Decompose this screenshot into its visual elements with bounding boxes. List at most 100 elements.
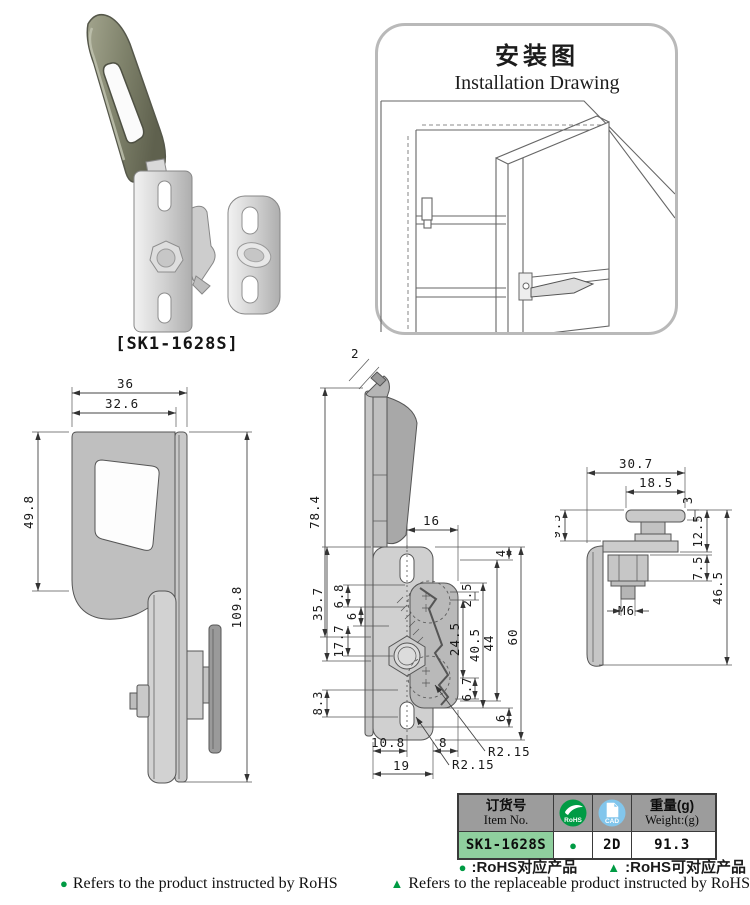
side-part: [364, 371, 459, 741]
mounting-slot-top: [157, 180, 172, 212]
svg-text:16: 16: [423, 513, 440, 528]
header-cad: CAD: [593, 795, 632, 831]
cabinet-latch-sketch: [518, 272, 595, 301]
triangle-symbol: ▲: [607, 860, 621, 875]
dim-m6: M6: [607, 599, 649, 618]
dim-32-6: 32.6: [72, 396, 177, 427]
dim-30-7: 30.7: [586, 456, 686, 543]
hex-nut-side: [607, 554, 649, 582]
cell-rohs-mark: ●: [554, 832, 593, 858]
spring-hatch: [396, 596, 424, 644]
dim-2: 2: [348, 346, 380, 390]
svg-text:35.7: 35.7: [310, 587, 325, 621]
svg-text:78.4: 78.4: [307, 495, 322, 529]
weight-value: 91.3: [654, 837, 690, 853]
thread-stem: [620, 585, 636, 600]
svg-text:RoHS: RoHS: [564, 817, 582, 824]
spec-table-header: 订货号 Item No. RoHS CAD 重量(g) Weight: [459, 795, 715, 831]
rohs-dot: ●: [569, 837, 577, 853]
bracket-plate: [586, 545, 604, 667]
installation-drawing-box: 安装图 Installation Drawing: [375, 23, 678, 339]
mount-bar: [602, 540, 679, 553]
dims-left: 6.8 6 17.7 35.7 8.3: [310, 546, 405, 718]
triangle-symbol: ▲: [390, 876, 404, 891]
cad-value: 2D: [603, 837, 621, 853]
installation-title: 安装图 Installation Drawing: [417, 36, 657, 95]
cad-icon: CAD: [598, 799, 626, 827]
header-rohs: RoHS: [554, 795, 593, 831]
back-part: [586, 509, 686, 667]
weight-zh: 重量(g): [649, 797, 695, 813]
cell-weight-value: 91.3: [632, 832, 712, 858]
legend-en-tri-text: Refers to the replaceable product instru…: [408, 875, 750, 892]
cell-item-no: SK1-1628S: [459, 832, 554, 858]
svg-text:49.8: 49.8: [21, 495, 36, 529]
legend-zh-dot: ● :RoHS对应产品: [459, 856, 578, 877]
svg-text:44: 44: [481, 634, 496, 651]
cabinet-sketch: [380, 100, 676, 339]
spec-table-row: SK1-1628S ● 2D 91.3: [459, 831, 715, 858]
svg-text:9.5: 9.5: [555, 514, 563, 539]
item-no-en: Item No.: [483, 812, 529, 827]
back-dimension-view: 30.7 18.5 3 9.5 12.5 7.5: [555, 456, 732, 667]
legend-en: ● Refers to the product instructed by Ro…: [60, 875, 750, 893]
svg-text:2.5: 2.5: [460, 583, 474, 608]
handle-tip: [370, 371, 387, 387]
catch-body-side: [186, 650, 204, 720]
bolt-side: [136, 684, 150, 718]
svg-text:7.5: 7.5: [691, 556, 705, 581]
cell-cad-value: 2D: [593, 832, 632, 858]
dim-46-5: 46.5: [599, 509, 732, 666]
slot-top: [399, 553, 415, 584]
knob-flange: [625, 509, 686, 523]
svg-text:6: 6: [345, 612, 359, 620]
svg-text:60: 60: [505, 628, 520, 645]
svg-text:8: 8: [439, 735, 448, 750]
dims-bottom: 10.8 8 19 R2.15 R2.15: [371, 684, 531, 779]
svg-text:12.5: 12.5: [691, 515, 705, 548]
weight-en: Weight:(g): [645, 812, 699, 827]
dims-right: 4 2.5 24.5 40.5 44 60 6.7 6: [417, 546, 525, 741]
product-photo: [86, 13, 281, 333]
svg-text:6.8: 6.8: [332, 584, 346, 609]
lever-profile: [419, 587, 450, 706]
dim-9-5: 9.5: [555, 509, 624, 542]
legend-en-tri: ▲ Refers to the replaceable product inst…: [390, 875, 750, 893]
svg-text:46.5: 46.5: [710, 571, 725, 605]
dot-symbol: ●: [60, 876, 68, 891]
svg-text:40.5: 40.5: [467, 628, 482, 662]
dim-49-8: 49.8: [21, 431, 69, 592]
product-model-label: [SK1-1628S]: [115, 334, 239, 354]
svg-text:6: 6: [494, 714, 508, 722]
svg-text:18.5: 18.5: [639, 475, 673, 490]
catch-lever: [191, 205, 216, 295]
svg-text:3: 3: [681, 496, 695, 504]
legend-zh: ● :RoHS对应产品 ▲ :RoHS可对应产品: [459, 856, 746, 877]
svg-text:36: 36: [117, 376, 134, 391]
dim-18-5: 18.5: [625, 475, 685, 508]
svg-text:24.5: 24.5: [447, 622, 462, 656]
svg-text:M6: M6: [618, 603, 635, 618]
latch-handle: [86, 13, 167, 183]
dim-36: 36: [71, 376, 188, 427]
svg-text:17.7: 17.7: [332, 625, 346, 658]
side-dimension-view: 2 78.4 16 4 2.5: [307, 346, 531, 779]
svg-text:4: 4: [494, 549, 508, 557]
header-weight: 重量(g) Weight:(g): [632, 795, 712, 831]
installation-title-en: Installation Drawing: [454, 72, 620, 94]
svg-text:R2.15: R2.15: [488, 744, 531, 759]
svg-text:19: 19: [393, 758, 410, 773]
strike-flange-side: [208, 624, 222, 754]
svg-text:109.8: 109.8: [229, 586, 244, 629]
svg-text:32.6: 32.6: [105, 396, 139, 411]
svg-text:2: 2: [351, 346, 360, 361]
legend-en-dot: ● Refers to the product instructed by Ro…: [60, 875, 338, 893]
header-item-no: 订货号 Item No.: [459, 795, 554, 831]
legend-zh-tri: ▲ :RoHS可对应产品: [607, 856, 746, 877]
dim-12-5: 12.5: [680, 510, 712, 553]
strike-plate: [227, 195, 281, 315]
svg-text:30.7: 30.7: [619, 456, 653, 471]
item-no-zh: 订货号: [485, 797, 527, 813]
legend-en-dot-text: Refers to the product instructed by RoHS: [72, 875, 338, 892]
